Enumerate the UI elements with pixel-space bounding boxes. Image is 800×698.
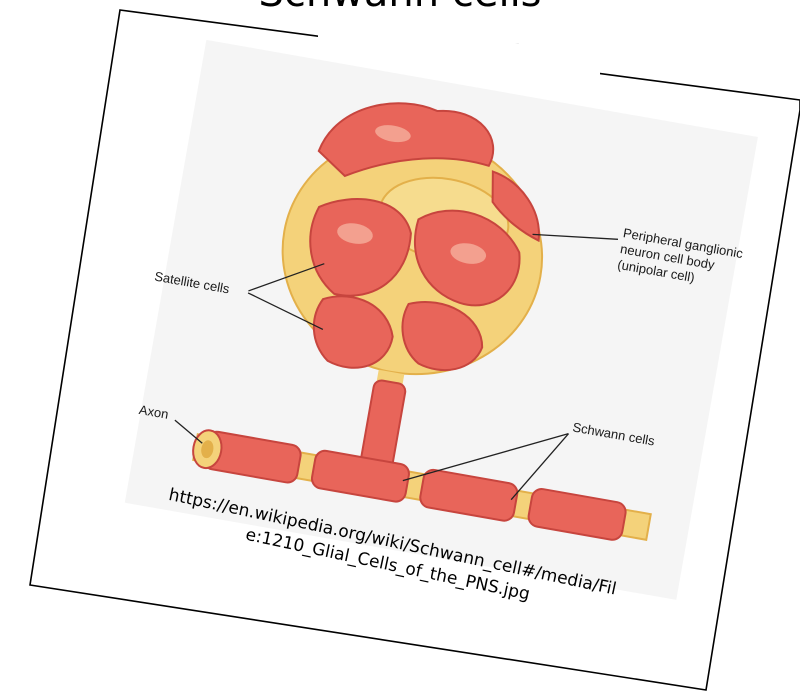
diagram-card: Peripheral ganglionic neuron cell body (… — [0, 0, 800, 698]
